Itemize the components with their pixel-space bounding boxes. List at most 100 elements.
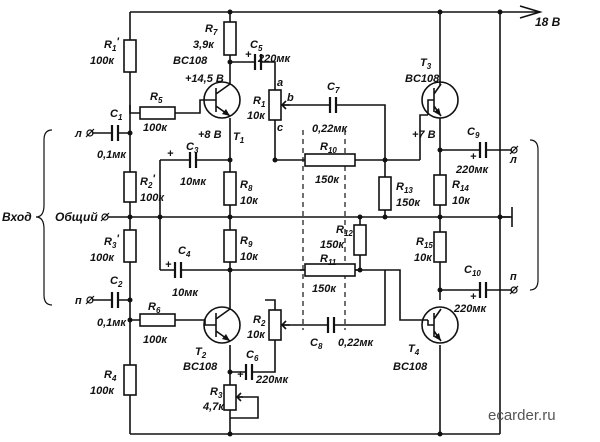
junction-dot xyxy=(227,369,233,375)
resistor-r1-prime xyxy=(123,39,137,73)
t4-label: T4 xyxy=(408,343,420,357)
c7-wire xyxy=(284,104,386,160)
junction-dot xyxy=(227,157,233,163)
transistor-body xyxy=(203,306,241,344)
resistor-r14 xyxy=(433,174,447,206)
transistor-t3 xyxy=(421,81,459,119)
emitter-arrow xyxy=(434,108,441,116)
r9-ref: R9 xyxy=(240,235,253,249)
r6-ref: R6 xyxy=(148,301,161,315)
resistor-r15 xyxy=(433,231,447,263)
terminal-slash xyxy=(100,212,110,222)
r7-ref: R7 xyxy=(205,23,218,37)
t3-base-wire xyxy=(419,114,428,160)
c5-ref: C5 xyxy=(250,39,263,53)
r2-prime-ref: R2' xyxy=(140,173,155,190)
resistor-r13 xyxy=(378,176,392,211)
c8-ref: C8 xyxy=(310,337,323,351)
r1-prime-value: 100к xyxy=(90,55,115,67)
terminal-slash xyxy=(509,145,519,155)
watermark: ecarder.ru xyxy=(488,407,556,424)
input-right-label: п xyxy=(75,295,82,307)
output-right-label: п xyxy=(510,271,517,283)
c9-plus-icon: + xyxy=(470,151,477,163)
junction-dot xyxy=(437,9,443,15)
capacitor-c10 xyxy=(478,282,488,298)
capacitor-c7 xyxy=(328,97,338,113)
capacitor-c4 xyxy=(173,262,183,278)
tap-b-label: b xyxy=(287,92,294,104)
capacitor-c5 xyxy=(253,54,263,70)
t1-label: T1 xyxy=(233,131,245,145)
capacitor-c9 xyxy=(478,142,488,158)
c2-value: 0,1мк xyxy=(97,317,127,329)
capacitor-c3 xyxy=(188,152,198,168)
junction-dots xyxy=(127,9,503,437)
junction-dot xyxy=(127,317,133,323)
transistor-leads xyxy=(210,308,231,342)
c3-plus-icon: + xyxy=(167,148,174,160)
junction-dot xyxy=(497,9,503,15)
transistor-t1 xyxy=(203,81,241,119)
capacitor-c2 xyxy=(110,292,120,308)
resistor-r8 xyxy=(223,171,237,206)
c8-value: 0,22мк xyxy=(338,337,375,349)
junction-dot xyxy=(227,214,233,220)
c5-value: 220мк xyxy=(257,53,291,65)
r3-prime-ref: R3' xyxy=(104,233,119,250)
input-right-terminal xyxy=(86,296,94,304)
supply-label: 18 В xyxy=(535,15,561,29)
pot-r1-wiper xyxy=(280,100,290,110)
c4-plus-icon: + xyxy=(165,259,172,271)
transistor-body xyxy=(421,81,459,119)
c7-ref: C7 xyxy=(327,81,340,95)
common-label: Общий xyxy=(55,210,98,224)
common-terminal xyxy=(101,213,109,221)
r4-ref: R4 xyxy=(104,369,117,383)
r1-prime-ref: R1' xyxy=(104,36,119,53)
t2-model: BC108 xyxy=(183,361,218,373)
junction-dot xyxy=(437,431,443,437)
c5-plus-icon: + xyxy=(245,49,252,61)
t1-collector-voltage: +14,5 В xyxy=(185,73,224,85)
c1-ref: C1 xyxy=(110,108,123,122)
r8-ref: R8 xyxy=(240,179,253,193)
capacitors xyxy=(110,54,488,380)
junction-dot xyxy=(272,157,278,163)
transistor-t4 xyxy=(421,306,459,344)
transistor-leads xyxy=(210,83,231,117)
t2-label: T2 xyxy=(195,346,207,360)
pot-r2-value: 10к xyxy=(247,329,266,341)
potentiometer-r1 xyxy=(268,89,282,121)
junction-dot xyxy=(357,267,363,273)
supply-arrow xyxy=(519,5,543,19)
t1-emitter-voltage: +8 В xyxy=(198,129,222,141)
terminals xyxy=(85,128,519,305)
capacitor-c6 xyxy=(244,364,254,380)
t3-model: BC108 xyxy=(405,73,440,85)
input-left-label: л xyxy=(74,128,82,140)
labels: 18 В Вход Общий л п л п T1 BC108 T2 BC10… xyxy=(2,15,561,424)
junction-dot xyxy=(227,431,233,437)
junction-dot xyxy=(382,157,388,163)
resistor-r7 xyxy=(223,21,237,56)
c9-ref: C9 xyxy=(467,126,480,140)
c6-value: 220мк xyxy=(255,374,289,386)
junction-dot xyxy=(227,267,233,273)
junction-dot xyxy=(157,214,163,220)
pot-r2-wiper xyxy=(280,320,290,330)
resistor-r2-prime xyxy=(123,171,137,203)
junction-dot xyxy=(357,214,363,220)
junction-dot xyxy=(127,297,133,303)
pot-r3-wiper xyxy=(235,392,243,402)
c6-plus-icon: + xyxy=(237,369,244,381)
output-left-terminal xyxy=(510,146,518,154)
resistor-r4 xyxy=(123,364,137,396)
r15-value: 10к xyxy=(414,252,433,264)
junction-dot xyxy=(437,147,443,153)
transistor-body xyxy=(421,306,459,344)
terminal-slash xyxy=(509,285,519,295)
c8-wire xyxy=(284,270,386,326)
